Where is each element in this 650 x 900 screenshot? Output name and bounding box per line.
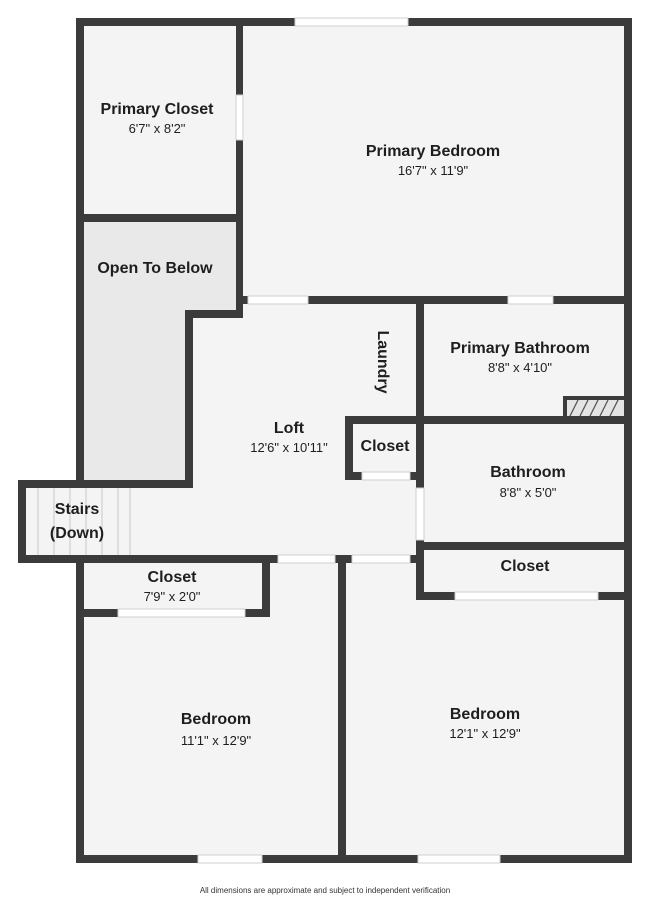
room-name-bathroom: Bathroom: [490, 464, 566, 481]
window: [197, 854, 263, 864]
room-dims-bathroom: 8'8" x 5'0": [500, 485, 557, 500]
open-to-below-area: [82, 220, 240, 484]
openings: [117, 17, 599, 864]
room-dims-bedroom-left: 11'1" x 12'9": [181, 733, 252, 748]
window: [417, 854, 501, 864]
doorway: [361, 471, 411, 481]
room-name-stairs: Stairs: [55, 501, 100, 518]
room-name-laundry: Laundry: [374, 330, 391, 393]
room-dims-primary-bedroom: 16'7" x 11'9": [398, 163, 469, 178]
room-dims-primary-bathroom: 8'8" x 4'10": [488, 360, 552, 375]
stair-treads: [37, 488, 131, 555]
doorway: [415, 487, 425, 541]
room-note-stairs: (Down): [50, 525, 104, 542]
doorway: [454, 591, 599, 601]
room-name-primary-bedroom: Primary Bedroom: [366, 143, 500, 160]
room-name-loft-closet: Closet: [361, 438, 411, 455]
room-name-right-closet: Closet: [501, 558, 551, 575]
doorway: [277, 554, 336, 564]
hatched-fixture: [567, 399, 624, 417]
room-dims-primary-closet: 6'7" x 8'2": [129, 121, 186, 136]
room-dims-left-closet: 7'9" x 2'0": [144, 589, 201, 604]
room-dims-loft: 12'6" x 10'11": [250, 440, 328, 455]
stairs-floor: [22, 484, 82, 559]
disclaimer: All dimensions are approximate and subje…: [200, 886, 450, 895]
room-name-open-to-below: Open To Below: [97, 260, 213, 277]
doorway: [507, 295, 554, 305]
room-name-primary-closet: Primary Closet: [101, 101, 215, 118]
room-name-bedroom-left: Bedroom: [181, 711, 251, 728]
room-name-primary-bathroom: Primary Bathroom: [450, 340, 590, 357]
room-name-left-closet: Closet: [148, 569, 198, 586]
doorway: [351, 554, 411, 564]
window: [294, 17, 409, 27]
room-dims-bedroom-right: 12'1" x 12'9": [449, 726, 521, 741]
room-name-loft: Loft: [274, 420, 305, 437]
room-name-bedroom-right: Bedroom: [450, 706, 520, 723]
doorway: [235, 94, 244, 141]
doorway: [247, 295, 309, 305]
doorway: [117, 608, 246, 618]
